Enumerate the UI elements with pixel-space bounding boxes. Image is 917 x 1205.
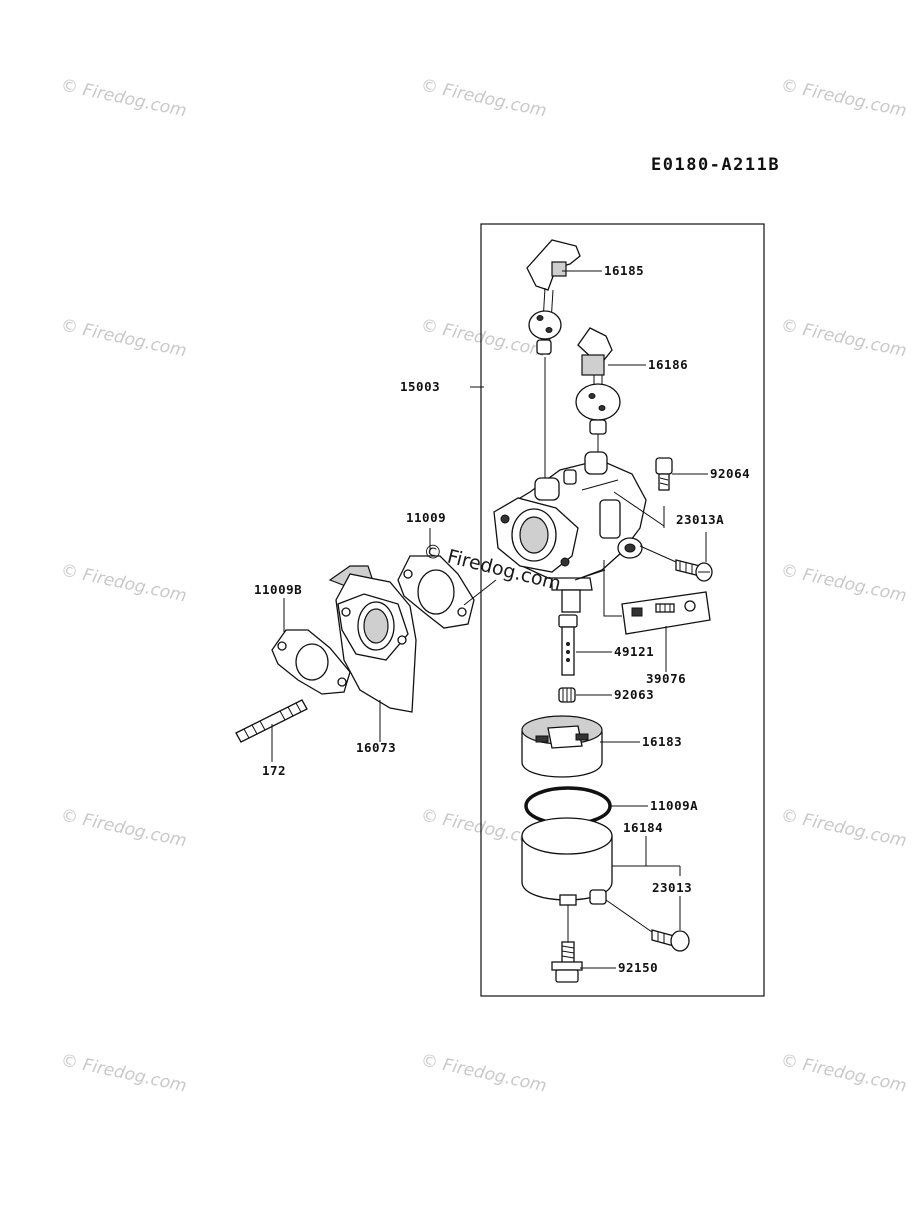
part-label-23013A[interactable]: 23013A xyxy=(676,512,724,527)
idle-screw[interactable] xyxy=(655,457,673,491)
watermark: © Firedog.com xyxy=(779,75,908,121)
part-label-92063[interactable]: 92063 xyxy=(614,687,654,702)
stud-bolt[interactable] xyxy=(235,699,308,743)
part-label-16186[interactable]: 16186 xyxy=(648,357,688,372)
mixture-screw[interactable] xyxy=(675,559,713,582)
guide-line xyxy=(463,579,497,606)
carburetor-body[interactable] xyxy=(493,451,647,613)
watermark: © Firedog.com xyxy=(779,805,908,851)
part-label-16073[interactable]: 16073 xyxy=(356,740,396,755)
leader-line xyxy=(605,899,653,933)
watermark: © Firedog.com xyxy=(59,1050,188,1096)
insulator[interactable] xyxy=(328,565,417,713)
watermark: © Firedog.com xyxy=(419,1050,548,1096)
watermark: © Firedog.com xyxy=(59,805,188,851)
part-label-92150[interactable]: 92150 xyxy=(618,960,658,975)
watermark: © Firedog.com xyxy=(419,75,548,121)
leader-line xyxy=(613,491,665,527)
bowl-bolt[interactable] xyxy=(551,941,583,983)
part-label-49121[interactable]: 49121 xyxy=(614,644,654,659)
part-label-16183[interactable]: 16183 xyxy=(642,734,682,749)
watermark: © Firedog.com xyxy=(59,560,188,606)
drain-screw[interactable] xyxy=(651,929,690,952)
part-label-15003[interactable]: 15003 xyxy=(400,379,440,394)
main-nozzle[interactable] xyxy=(558,614,578,676)
throttle-shaft[interactable] xyxy=(526,239,581,356)
repair-kit[interactable] xyxy=(621,591,711,635)
part-label-16184[interactable]: 16184 xyxy=(623,820,663,835)
part-label-11009B[interactable]: 11009B xyxy=(254,582,302,597)
watermark: © Firedog.com xyxy=(779,315,908,361)
choke-shaft[interactable] xyxy=(575,327,621,435)
watermark: © Firedog.com xyxy=(59,75,188,121)
watermark: © Firedog.com xyxy=(59,315,188,361)
leader-line xyxy=(603,560,622,617)
part-label-11009A[interactable]: 11009A xyxy=(650,798,698,813)
float[interactable] xyxy=(521,715,603,778)
carburetor-gasket[interactable] xyxy=(397,555,475,629)
diagram-code: E0180-A211B xyxy=(651,155,780,175)
insulator-gasket[interactable] xyxy=(271,629,351,695)
watermark: © Firedog.com xyxy=(779,560,908,606)
part-label-39076[interactable]: 39076 xyxy=(646,671,686,686)
float-bowl[interactable] xyxy=(521,817,613,906)
part-label-11009[interactable]: 11009 xyxy=(406,510,446,525)
part-label-23013[interactable]: 23013 xyxy=(652,880,692,895)
part-label-172[interactable]: 172 xyxy=(262,763,286,778)
leader-line xyxy=(639,545,677,563)
main-jet[interactable] xyxy=(558,687,576,703)
watermark: © Firedog.com xyxy=(779,1050,908,1096)
part-label-16185[interactable]: 16185 xyxy=(604,263,644,278)
carburetor-frame xyxy=(480,223,765,997)
watermark-grid: © Firedog.com © Firedog.com © Firedog.co… xyxy=(59,75,908,1096)
part-label-92064[interactable]: 92064 xyxy=(710,466,750,481)
